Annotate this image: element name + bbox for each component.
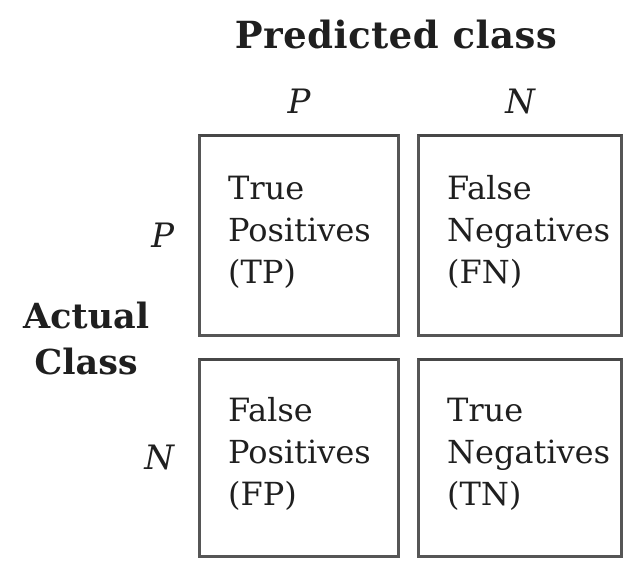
cell-true-positives: True Positives (TP) — [198, 134, 400, 337]
cell-fn-line1: False — [447, 168, 532, 207]
cell-tn-line2: Negatives — [447, 433, 611, 471]
cell-fp-line3: (FP) — [228, 475, 297, 513]
cell-fn-line2: Negatives — [447, 210, 611, 249]
actual-axis-line2: Class — [34, 342, 138, 383]
cell-fn-line3: (FN) — [447, 252, 523, 291]
cell-fp-line1: False — [228, 391, 313, 429]
cell-true-negatives: True Negatives (TN) — [417, 358, 623, 558]
cell-tn-line3: (TN) — [447, 475, 522, 513]
cell-false-negatives: False Negatives (FN) — [417, 134, 623, 337]
actual-class-axis-label: Actual Class — [0, 294, 172, 386]
row-label-positive: P — [151, 216, 174, 256]
cell-tp-line3: (TP) — [228, 252, 296, 291]
cell-tp-line2: Positives — [228, 210, 371, 249]
cell-false-positives: False Positives (FP) — [198, 358, 400, 558]
cell-fp-line2: Positives — [228, 433, 371, 471]
actual-axis-line1: Actual — [22, 296, 150, 337]
cell-tn-line1: True — [447, 391, 524, 429]
column-label-positive: P — [287, 82, 311, 122]
column-label-negative: N — [505, 82, 535, 122]
cell-tp-line1: True — [228, 168, 305, 207]
row-label-negative: N — [144, 438, 174, 478]
predicted-class-title: Predicted class — [234, 13, 558, 57]
